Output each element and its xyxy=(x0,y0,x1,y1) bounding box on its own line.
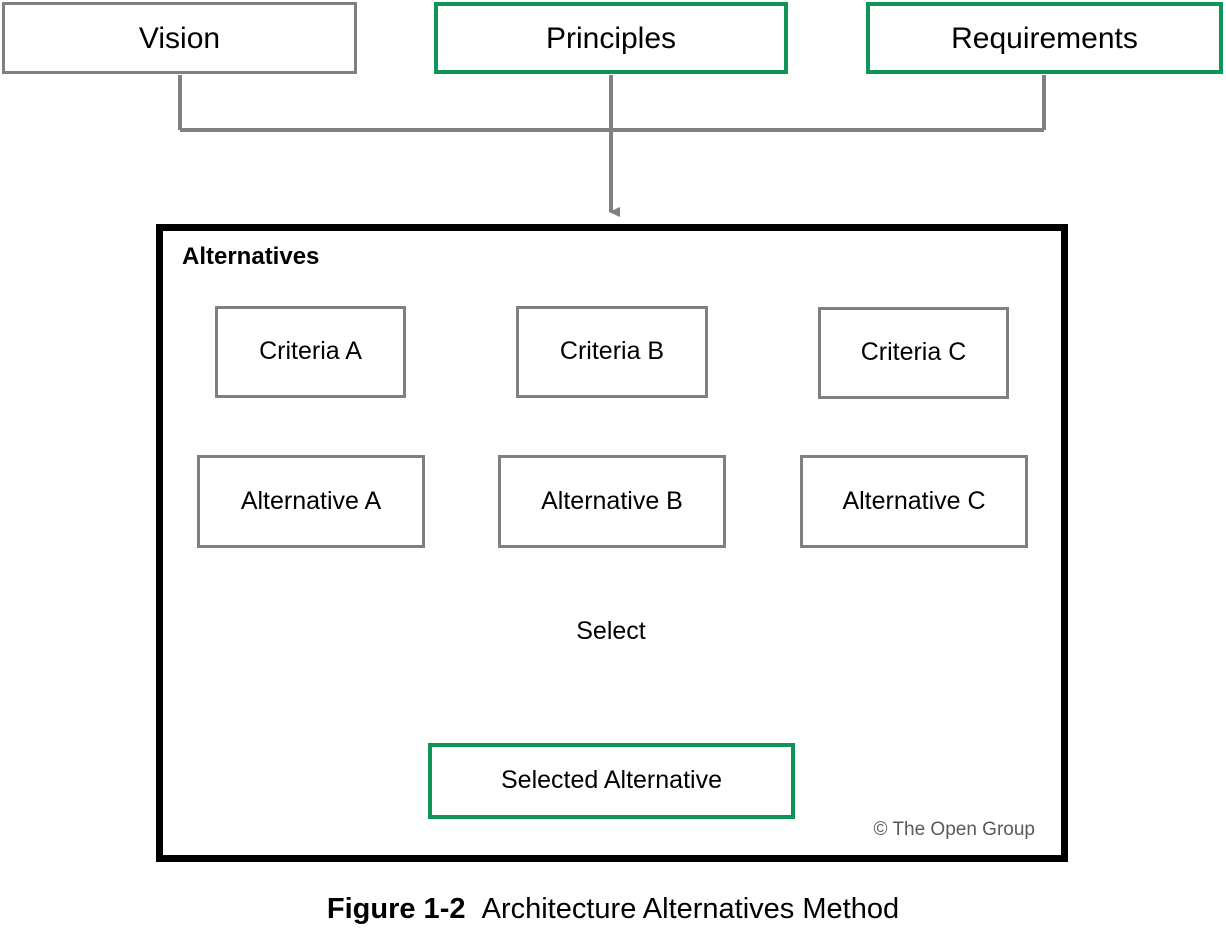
figure-caption-title: Architecture Alternatives Method xyxy=(481,893,900,925)
node-select-label: Select xyxy=(576,616,646,645)
node-requirements[interactable]: Requirements xyxy=(866,2,1223,74)
figure-caption: Figure 1-2 Architecture Alternatives Met… xyxy=(0,893,1226,926)
node-select[interactable]: Select xyxy=(512,566,710,696)
node-criteria-a-label: Criteria A xyxy=(259,337,362,366)
node-alternative-c[interactable]: Alternative C xyxy=(800,455,1028,548)
node-selected-alternative-label: Selected Alternative xyxy=(501,766,722,795)
node-alternative-a[interactable]: Alternative A xyxy=(197,455,425,548)
node-principles-label: Principles xyxy=(545,21,677,55)
node-criteria-a[interactable]: Criteria A xyxy=(215,306,406,398)
node-alternative-b-label: Alternative B xyxy=(541,486,683,515)
node-criteria-b[interactable]: Criteria B xyxy=(516,306,708,398)
node-selected-alternative[interactable]: Selected Alternative xyxy=(428,743,795,819)
node-alternative-c-label: Alternative C xyxy=(842,486,986,515)
node-alternative-b[interactable]: Alternative B xyxy=(498,455,726,548)
node-vision[interactable]: Vision xyxy=(2,2,357,74)
node-alternative-a-label: Alternative A xyxy=(240,486,382,515)
node-criteria-c[interactable]: Criteria C xyxy=(818,307,1009,399)
input-bus-connector xyxy=(178,75,1046,217)
node-criteria-c-label: Criteria C xyxy=(860,338,967,367)
node-vision-label: Vision xyxy=(138,21,221,55)
node-principles[interactable]: Principles xyxy=(434,2,788,74)
node-requirements-label: Requirements xyxy=(951,21,1138,55)
copyright-notice: © The Open Group xyxy=(873,819,1035,840)
alternatives-container-title: Alternatives xyxy=(182,243,320,270)
node-criteria-b-label: Criteria B xyxy=(559,337,665,366)
figure-caption-label: Figure 1-2 xyxy=(326,893,466,925)
